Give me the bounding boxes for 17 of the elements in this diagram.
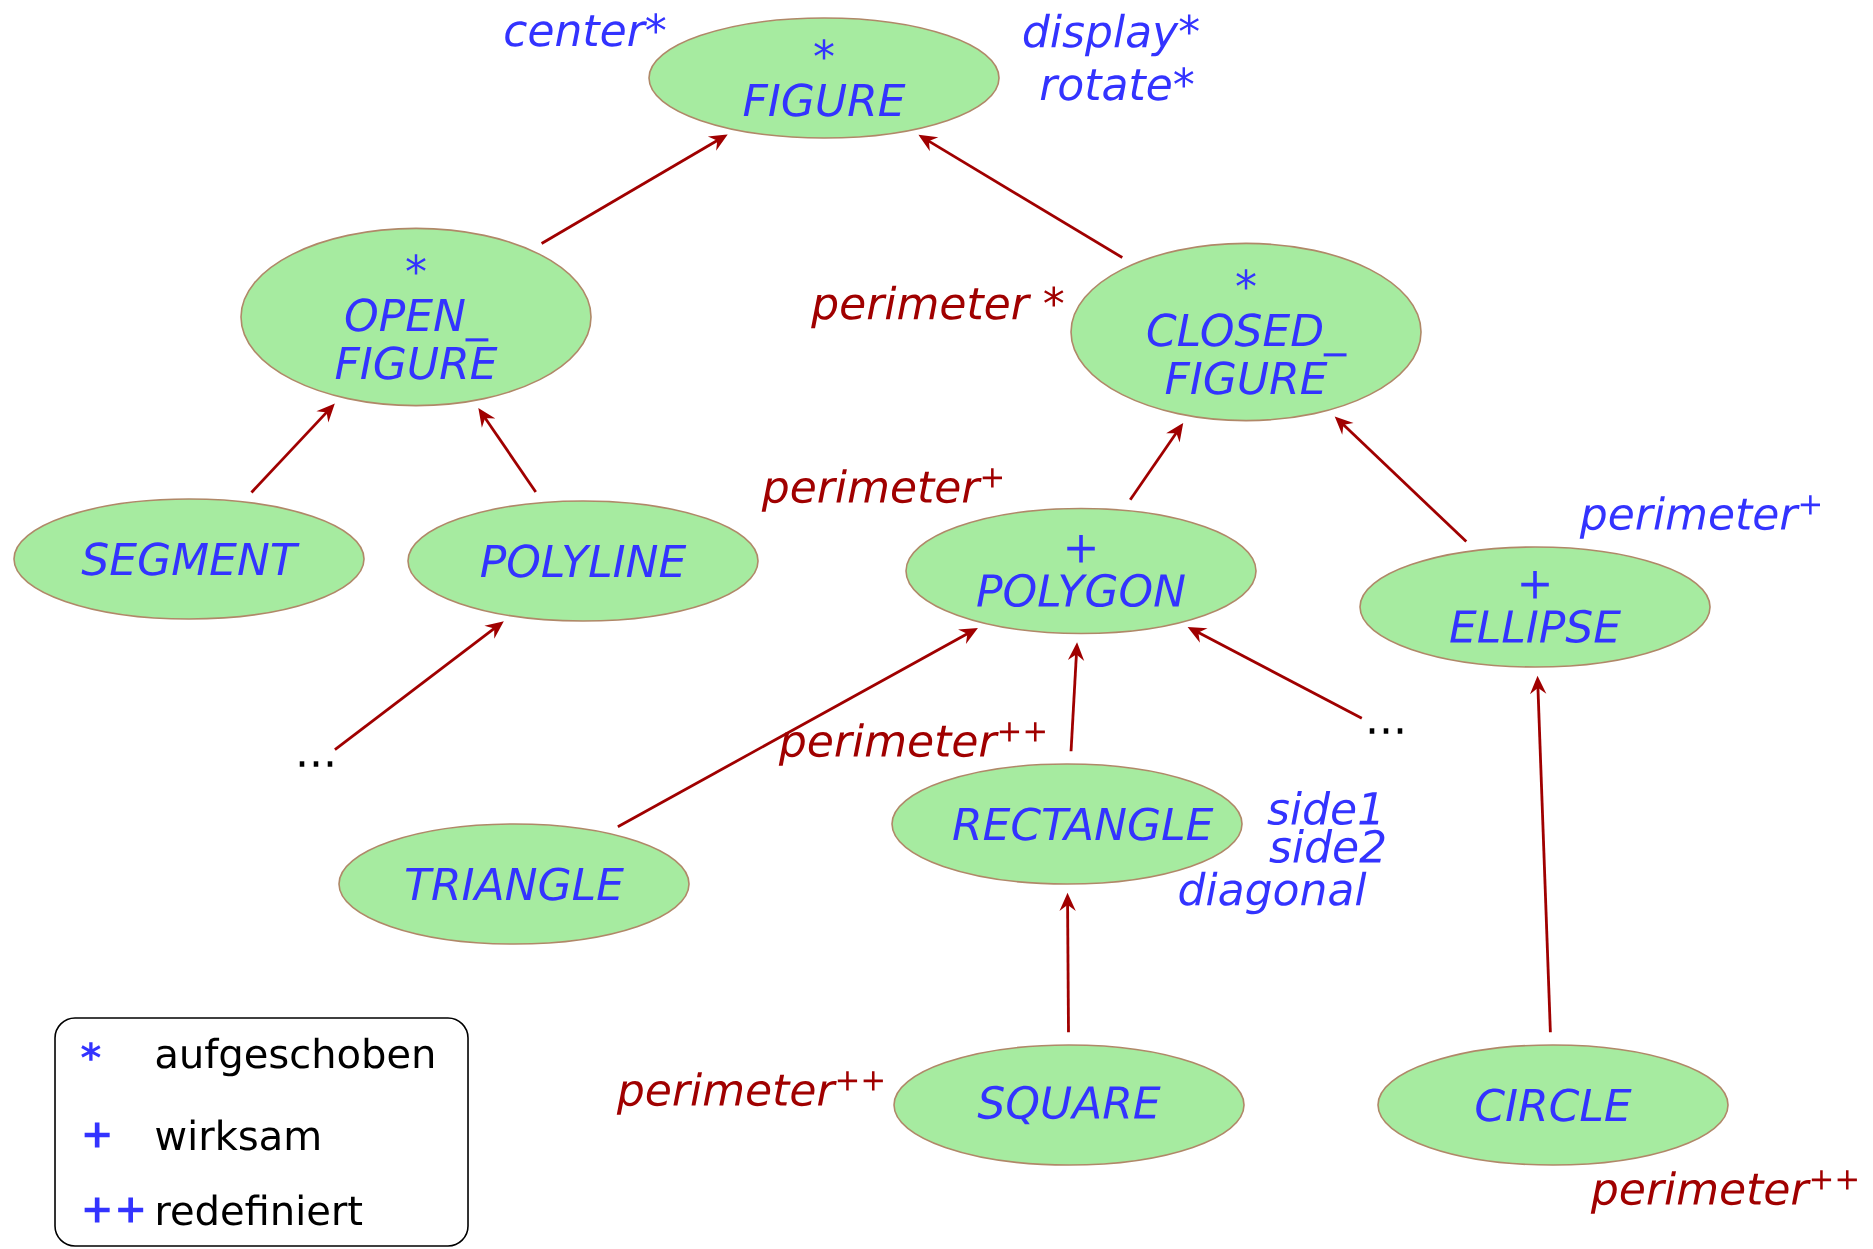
feature-label: perimeter$^{+}$: [1579, 495, 1820, 539]
feature-label: perimeter$^{++}$: [616, 1071, 883, 1115]
legend-text: aufgeschoben: [156, 1037, 433, 1077]
feature-label: side1: [1267, 791, 1379, 826]
ellipsis-text: ...: [299, 761, 333, 767]
legend-symbol: +: [84, 1122, 110, 1148]
ellipsis-text: ...: [1369, 728, 1403, 734]
feature-label: rotate*: [1040, 67, 1194, 101]
feature-label: display*: [1023, 13, 1199, 57]
feature-label: perimeter$^{++}$: [778, 722, 1045, 766]
feature-label: perimeter$^{++}$: [1590, 1170, 1857, 1214]
legend-symbol: ++: [84, 1197, 144, 1223]
legend-text: redefiniert: [158, 1194, 363, 1226]
legend-symbol: *: [81, 1042, 101, 1061]
legend-text: wirksam: [156, 1119, 319, 1151]
feature-label: side2: [1269, 829, 1385, 864]
feature-label: perimeter *: [811, 285, 1064, 329]
